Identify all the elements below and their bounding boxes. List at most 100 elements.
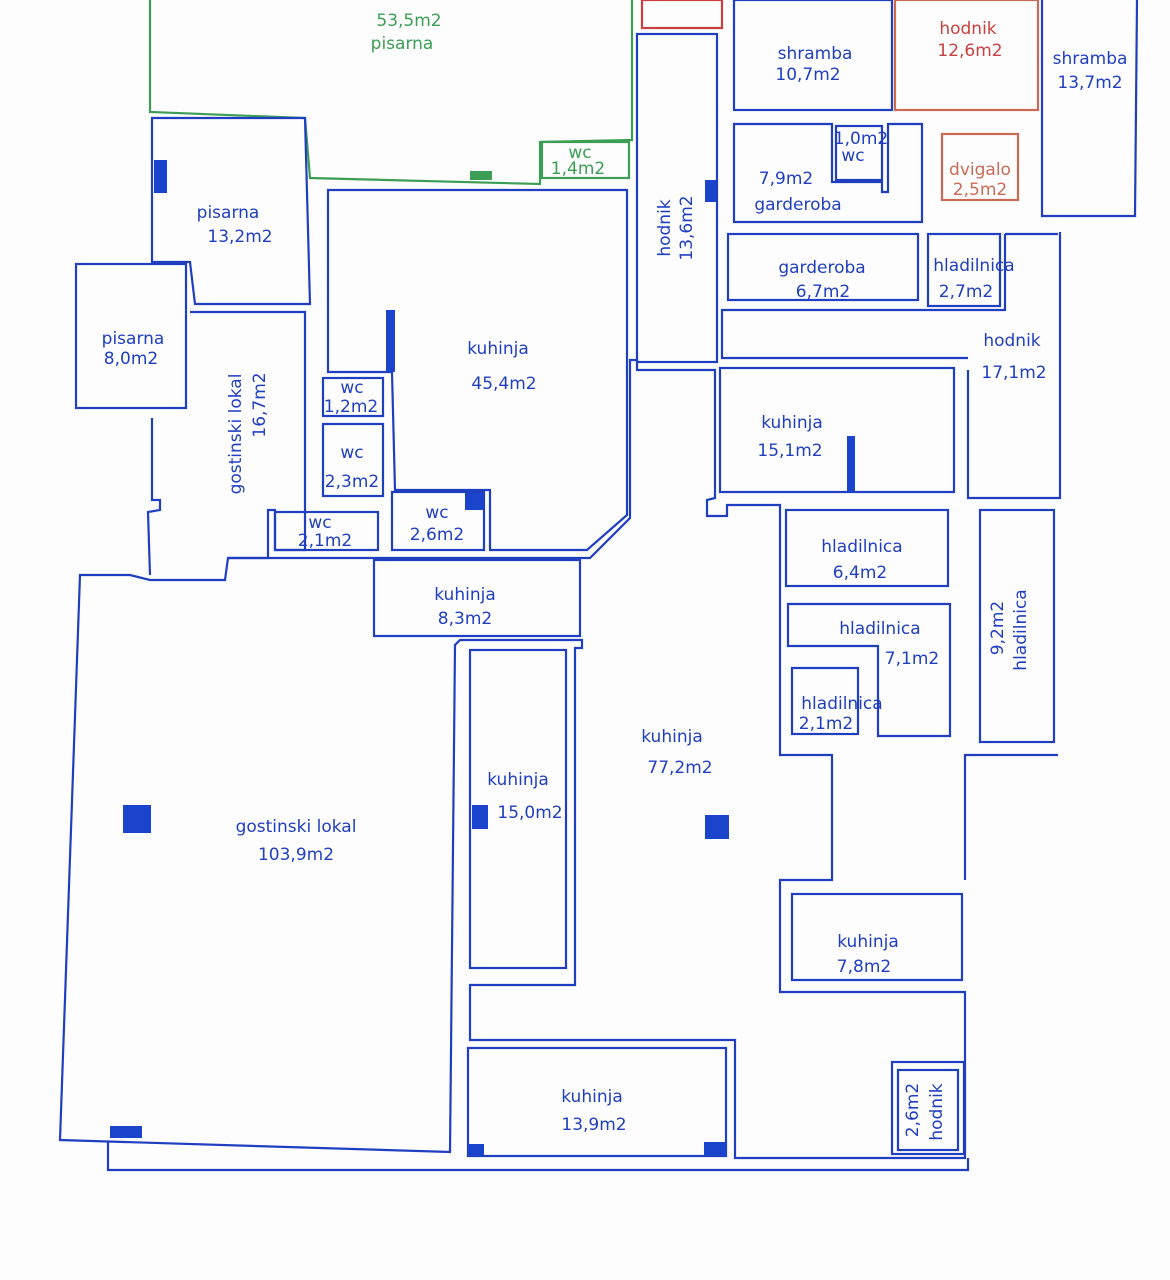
room-wc-2-1-name: wc [308, 513, 331, 533]
room-kuhinja-7-8: kuhinja 7,8m2 [790, 892, 964, 982]
room-hodnik-13-6-name: hodnik [655, 199, 675, 256]
column-marker [386, 310, 395, 372]
column-marker [468, 1144, 484, 1156]
column-marker [847, 436, 855, 492]
room-kuhinja-45-name: kuhinja [467, 339, 529, 359]
room-kuhinja-45: kuhinja 45,4m2 [326, 188, 629, 552]
room-hladilnica-9-2-area: 9,2m2 [988, 601, 1008, 655]
room-wc-1-2-outline [321, 376, 385, 418]
red-box-top [640, 0, 724, 30]
room-dvigalo-area: 2,5m2 [953, 180, 1007, 200]
room-kuhinja-7-8-outline [790, 892, 964, 982]
outer-walls [58, 232, 1062, 1172]
room-shramba-13: shramba 13,7m2 [1040, 0, 1139, 218]
room-kuhinja-77-area: 77,2m2 [647, 758, 712, 778]
room-gostinski-16: gostinski lokal 16,7m2 [190, 310, 307, 560]
room-hladilnica-9-2-name: hladilnica [1011, 589, 1031, 670]
room-shramba-10-area: 10,7m2 [775, 65, 840, 85]
room-shramba-13-area: 13,7m2 [1057, 73, 1122, 93]
room-garderoba-6-7-outline [726, 232, 920, 302]
room-wc-2-6-area: 2,6m2 [410, 525, 464, 545]
room-kuhinja-15-1-outline [718, 366, 956, 494]
room-wc-1-0-name: wc [841, 146, 864, 166]
room-garderoba-7-9-area: 7,9m2 [759, 169, 813, 189]
room-hodnik-2-6-area: 2,6m2 [903, 1083, 923, 1137]
room-hodnik-17-area: 17,1m2 [981, 363, 1046, 383]
room-kuhinja-8-3: kuhinja 8,3m2 [372, 558, 582, 638]
room-pisarna-8-outline [74, 262, 188, 410]
column-marker [705, 815, 729, 839]
room-hodnik-13-6: hodnik 13,6m2 [635, 32, 719, 364]
room-dvigalo: dvigalo 2,5m2 [940, 132, 1020, 202]
room-kuhinja-8-3-name: kuhinja [434, 585, 496, 605]
room-pisarna-53-outline [148, 0, 634, 186]
room-hodnik-13-6-outline [635, 32, 719, 364]
room-pisarna-13: pisarna 13,2m2 [150, 116, 312, 306]
room-hladilnica-9-2-outline [978, 508, 1056, 744]
room-garderoba-6-7-name: garderoba [778, 258, 865, 278]
room-pisarna-8: pisarna 8,0m2 [74, 262, 188, 410]
room-hladilnica-9-2: 9,2m2 hladilnica [978, 508, 1056, 744]
room-wc-2-1-outline [273, 510, 380, 552]
room-wc-1-0-area: 1,0m2 [834, 129, 888, 149]
room-pisarna-53-area: 53,5m2 [376, 11, 441, 31]
room-wc-2-3-area: 2,3m2 [325, 472, 379, 492]
room-hladilnica-2-7-area: 2,7m2 [939, 282, 993, 302]
room-gostinski-16-area: 16,7m2 [250, 372, 270, 437]
column-marker [110, 1126, 142, 1138]
room-hodnik-12: hodnik 12,6m2 [893, 0, 1040, 112]
room-gostinski-103-area: 103,9m2 [258, 845, 334, 865]
room-pisarna-13-outline [150, 116, 312, 306]
room-kuhinja-13-9-area: 13,9m2 [561, 1115, 626, 1135]
room-kuhinja-15-1-area: 15,1m2 [757, 441, 822, 461]
room-hladilnica-6-4-area: 6,4m2 [833, 563, 887, 583]
room-pisarna-13-name: pisarna [197, 203, 260, 223]
room-shramba-10: shramba 10,7m2 [732, 0, 894, 112]
room-hladilnica-7-1-outline [786, 602, 952, 738]
room-gostinski-103: gostinski lokal 103,9m2 [110, 805, 356, 1138]
room-hodnik-12-area: 12,6m2 [937, 41, 1002, 61]
room-kuhinja-15-0-area: 15,0m2 [497, 803, 562, 823]
room-hodnik-2-6-name: hodnik [927, 1083, 947, 1140]
room-pisarna-13-area: 13,2m2 [207, 227, 272, 247]
room-wc-2-1: wc 2,1m2 [273, 510, 380, 552]
room-hladilnica-7-1-area: 7,1m2 [885, 649, 939, 669]
room-gostinski-16-outline [190, 310, 307, 560]
room-garderoba-7-9: 7,9m2 garderoba [732, 122, 924, 224]
outer-wall-gostinski-left [146, 418, 162, 576]
room-kuhinja-13-9-outline [466, 1046, 728, 1158]
room-pisarna-8-area: 8,0m2 [104, 349, 158, 369]
room-wc-1-2-area: 1,2m2 [324, 397, 378, 417]
room-hladilnica-2-7-name: hladilnica [933, 256, 1014, 276]
column-marker [705, 180, 716, 202]
room-wc-2-3: wc 2,3m2 [321, 422, 385, 498]
room-wc-2-3-outline [321, 422, 385, 498]
room-wc-1-2: wc 1,2m2 [321, 376, 385, 418]
room-hladilnica-2-1-area: 2,1m2 [799, 714, 853, 734]
room-kuhinja-15-0-outline [468, 648, 568, 970]
room-hladilnica-2-1: hladilnica 2,1m2 [790, 666, 883, 736]
room-kuhinja-77: kuhinja 77,2m2 [641, 727, 729, 839]
green-marker [470, 171, 492, 180]
room-pisarna-53-name: pisarna [371, 34, 434, 54]
room-hodnik-2-6: 2,6m2 hodnik [890, 1060, 966, 1156]
room-garderoba-7-9-name: garderoba [754, 195, 841, 215]
room-kuhinja-15-1: kuhinja 15,1m2 [718, 366, 956, 494]
room-hodnik-12-name: hodnik [939, 19, 996, 39]
room-wc-1-4-area: 1,4m2 [551, 159, 605, 179]
room-shramba-13-outline [1040, 0, 1139, 218]
room-kuhinja-77-name: kuhinja [641, 727, 703, 747]
room-kuhinja-7-8-name: kuhinja [837, 932, 899, 952]
column-marker [154, 160, 167, 193]
room-wc-2-6: wc 2,6m2 [390, 490, 486, 552]
room-kuhinja-45-outline [326, 188, 629, 552]
column-marker [472, 805, 488, 829]
room-hodnik-2-6-outline [890, 1060, 966, 1156]
outer-wall-right-upper [966, 232, 1062, 500]
room-kuhinja-8-3-outline [372, 558, 582, 638]
room-dvigalo-outline [940, 132, 1020, 202]
room-hodnik-17-outline [720, 232, 1058, 360]
room-kuhinja-15-0: kuhinja 15,0m2 [468, 648, 568, 970]
room-kuhinja-13-9-name: kuhinja [561, 1087, 623, 1107]
room-hladilnica-2-1-outline [790, 666, 860, 736]
